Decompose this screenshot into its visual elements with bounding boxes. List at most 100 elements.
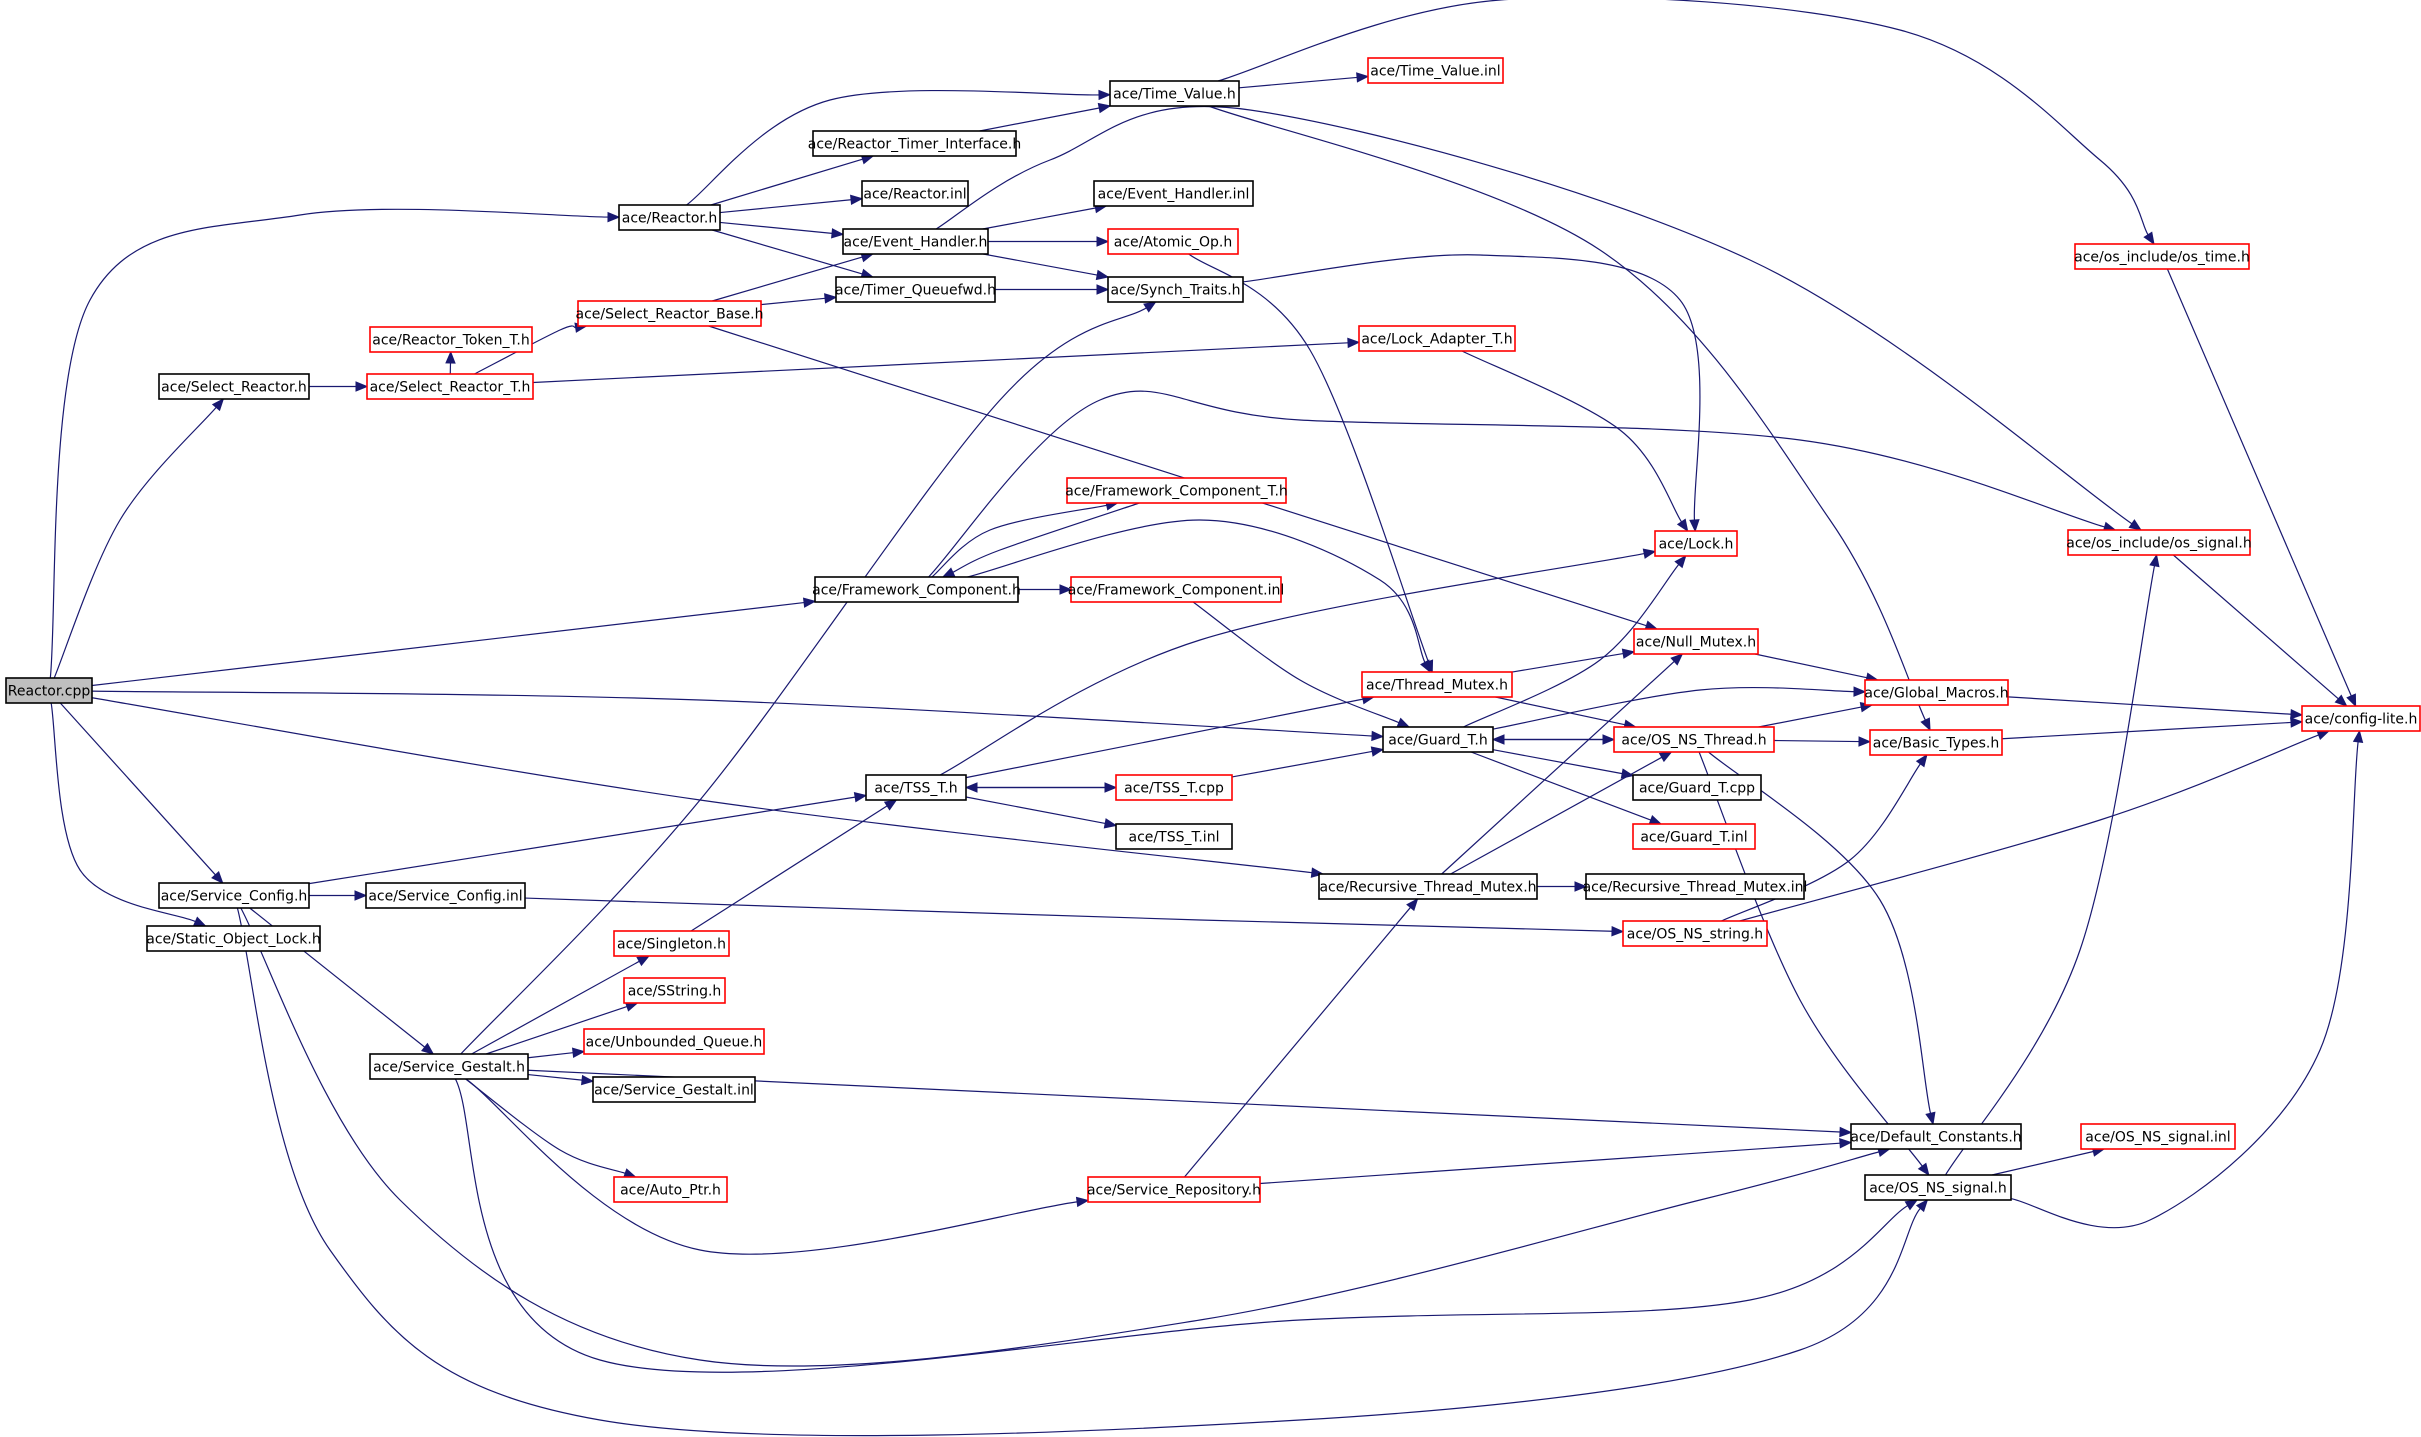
arrowhead <box>2290 708 2304 720</box>
node-sstring-h[interactable]: ace/SString.h <box>623 977 726 1004</box>
node-global-macros-h[interactable]: ace/Global_Macros.h <box>1864 679 2009 706</box>
node-label: ace/Framework_Component_T.h <box>1065 484 1288 500</box>
node-label: ace/Service_Gestalt.inl <box>594 1083 754 1099</box>
edge-tss_t_h-to-lock_h <box>939 548 1657 776</box>
node-timer-queuefwd-h[interactable]: ace/Timer_Queuefwd.h <box>835 276 996 303</box>
arrowhead <box>1098 89 1112 101</box>
arrowhead <box>824 293 838 304</box>
arrowhead <box>1103 818 1118 829</box>
node-reactor-cpp[interactable]: Reactor.cpp <box>5 677 93 704</box>
edge-line <box>465 1078 1078 1255</box>
node-recursive-thread-mutex-inl[interactable]: ace/Recursive_Thread_Mutex.inl <box>1583 873 1808 900</box>
node-service-gestalt-h[interactable]: ace/Service_Gestalt.h <box>369 1053 529 1080</box>
node-reactor-inl[interactable]: ace/Reactor.inl <box>861 180 969 207</box>
edge-thread_mutex_h-to-null_mutex_h <box>1511 648 1636 673</box>
arrowhead <box>607 211 621 223</box>
node-event-handler-h[interactable]: ace/Event_Handler.h <box>842 228 989 255</box>
arrowhead <box>1904 1199 1919 1211</box>
arrowhead <box>1839 1137 1853 1149</box>
node-tss-t-h[interactable]: ace/TSS_T.h <box>865 774 967 801</box>
node-framework-component-inl[interactable]: ace/Framework_Component.inl <box>1068 576 1285 603</box>
arrowhead <box>941 567 956 578</box>
node-null-mutex-h[interactable]: ace/Null_Mutex.h <box>1633 628 1759 655</box>
node-recursive-thread-mutex-h[interactable]: ace/Recursive_Thread_Mutex.h <box>1318 873 1538 900</box>
edge-reactor_h-to-time_value_h <box>686 89 1112 206</box>
node-service-config-h[interactable]: ace/Service_Config.h <box>158 882 310 909</box>
node-default-constants-h[interactable]: ace/Default_Constants.h <box>1850 1123 2022 1150</box>
node-label: ace/Reactor.inl <box>863 187 966 203</box>
node-box <box>1066 477 1287 504</box>
node-lock-h[interactable]: ace/Lock.h <box>1654 530 1738 557</box>
node-reactor-timer-interface-h[interactable]: ace/Reactor_Timer_Interface.h <box>808 130 1021 157</box>
node-unbounded-queue-h[interactable]: ace/Unbounded_Queue.h <box>583 1028 765 1055</box>
edge-line <box>1495 696 1625 726</box>
node-synch-traits-h[interactable]: ace/Synch_Traits.h <box>1107 276 1244 303</box>
arrowhead <box>1347 337 1361 349</box>
node-tss-t-cpp[interactable]: ace/TSS_T.cpp <box>1115 774 1233 801</box>
node-reactor-token-t-h[interactable]: ace/Reactor_Token_T.h <box>369 326 533 353</box>
node-box <box>1109 80 1240 107</box>
node-os-time-h[interactable]: ace/os_include/os_time.h <box>2074 243 2250 270</box>
arrowhead <box>1310 867 1325 878</box>
node-box <box>1632 774 1762 801</box>
node-box <box>1318 873 1538 900</box>
node-label: ace/Null_Mutex.h <box>1636 635 1756 651</box>
node-guard-t-inl[interactable]: ace/Guard_T.inl <box>1632 823 1756 850</box>
node-reactor-h[interactable]: ace/Reactor.h <box>618 204 721 231</box>
arrowhead <box>354 890 368 901</box>
node-os-signal-h[interactable]: ace/os_include/os_signal.h <box>2066 529 2252 556</box>
edge-guard_t_h-to-global_macros_h <box>1492 686 1867 730</box>
node-service-repository-h[interactable]: ace/Service_Repository.h <box>1087 1176 1261 1203</box>
node-box <box>2067 529 2251 556</box>
node-time-value-inl[interactable]: ace/Time_Value.inl <box>1367 57 1504 84</box>
node-auto-ptr-h[interactable]: ace/Auto_Ptr.h <box>613 1176 728 1203</box>
node-box <box>2080 1123 2236 1150</box>
node-os-ns-signal-h[interactable]: ace/OS_NS_signal.h <box>1864 1174 2012 1201</box>
edge-global_macros_h-to-config_lite_h <box>2007 696 2304 720</box>
node-box <box>366 373 534 400</box>
node-select-reactor-base-h[interactable]: ace/Select_Reactor_Base.h <box>575 300 764 327</box>
node-config-lite-h[interactable]: ace/config-lite.h <box>2301 705 2421 732</box>
edge-framework_component_inl-to-guard_t_h <box>1192 601 1411 728</box>
arrowhead <box>1689 519 1700 533</box>
node-label: ace/Framework_Component.h <box>812 583 1021 599</box>
node-os-ns-signal-inl[interactable]: ace/OS_NS_signal.inl <box>2080 1123 2236 1150</box>
node-guard-t-h[interactable]: ace/Guard_T.h <box>1382 726 1494 753</box>
node-box <box>865 774 967 801</box>
node-box <box>1107 228 1239 255</box>
node-select-reactor-h[interactable]: ace/Select_Reactor.h <box>158 373 310 400</box>
arrowhead <box>1621 648 1636 659</box>
node-guard-t-cpp[interactable]: ace/Guard_T.cpp <box>1632 774 1762 801</box>
edge-service_config_h-to-default_constants_h <box>240 907 1891 1367</box>
node-framework-component-t-h[interactable]: ace/Framework_Component_T.h <box>1065 477 1288 504</box>
node-label: ace/Reactor.h <box>622 211 717 227</box>
edge-line <box>1754 653 1867 679</box>
node-event-handler-inl[interactable]: ace/Event_Handler.inl <box>1093 180 1254 207</box>
node-singleton-h[interactable]: ace/Singleton.h <box>613 930 730 957</box>
arrowhead <box>192 916 207 927</box>
node-select-reactor-t-h[interactable]: ace/Select_Reactor_T.h <box>366 373 534 400</box>
node-time-value-h[interactable]: ace/Time_Value.h <box>1109 80 1240 107</box>
node-box <box>613 1176 728 1203</box>
node-service-gestalt-inl[interactable]: ace/Service_Gestalt.inl <box>592 1076 756 1103</box>
node-tss-t-inl[interactable]: ace/TSS_T.inl <box>1115 823 1233 850</box>
arrowhead <box>1396 717 1411 728</box>
node-service-config-inl[interactable]: ace/Service_Config.inl <box>365 882 526 909</box>
arrowhead <box>1853 686 1867 697</box>
edge-line <box>527 1052 574 1059</box>
node-framework-component-h[interactable]: ace/Framework_Component.h <box>812 576 1021 603</box>
edge-line <box>2007 696 2292 715</box>
node-os-ns-thread-h[interactable]: ace/OS_NS_Thread.h <box>1613 726 1775 753</box>
edge-line <box>931 504 1107 578</box>
node-os-ns-string-h[interactable]: ace/OS_NS_string.h <box>1622 920 1768 947</box>
arrowhead <box>211 870 224 884</box>
edge-line <box>465 1078 626 1174</box>
node-atomic-op-h[interactable]: ace/Atomic_Op.h <box>1107 228 1239 255</box>
arrowhead <box>1356 72 1370 83</box>
node-lock-adapter-t-h[interactable]: ace/Lock_Adapter_T.h <box>1358 325 1516 352</box>
edge-line <box>1463 564 1680 728</box>
node-basic-types-h[interactable]: ace/Basic_Types.h <box>1869 729 2003 756</box>
node-thread-mutex-h[interactable]: ace/Thread_Mutex.h <box>1361 671 1513 698</box>
node-static-object-lock-h[interactable]: ace/Static_Object_Lock.h <box>146 925 321 952</box>
